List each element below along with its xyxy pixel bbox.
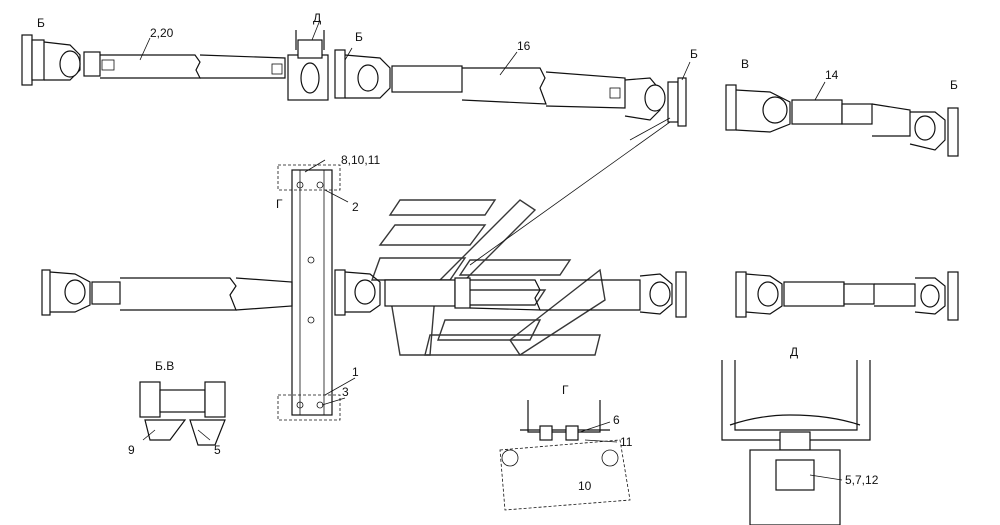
detail-bolt: [139, 381, 226, 446]
label-8-10-11: 8,10,11: [341, 153, 380, 167]
label-10: 10: [578, 479, 592, 493]
label-11: 11: [620, 435, 633, 449]
label-16: 16: [517, 39, 531, 53]
label-b-far-right: Б: [950, 78, 958, 92]
label-5: 5: [214, 443, 221, 457]
label-2: 2: [352, 200, 359, 214]
label-1: 1: [352, 365, 359, 379]
label-b-top-mid: Б: [355, 30, 363, 44]
shaft-top-left: [21, 34, 286, 86]
label-14: 14: [825, 68, 839, 82]
label-d-top: Д: [313, 11, 321, 25]
label-b-top-left: Б: [37, 16, 45, 30]
detail-d-support: [721, 360, 871, 525]
shaft-top-right: [725, 84, 959, 157]
shaft-middle-right: [735, 271, 959, 321]
label-9: 9: [128, 443, 135, 457]
shaft-middle-left: [41, 269, 293, 316]
label-b-top-right: Б: [690, 47, 698, 61]
shaft-top-middle: [334, 49, 687, 127]
labels: Б 2,20 Д Б 16 Б В 14 Б 8,10,11 Г 2 Б.В 1…: [37, 11, 958, 493]
label-2-20: 2,20: [150, 26, 174, 40]
shaft-middle-center: [334, 269, 687, 318]
detail-g-bracket: [499, 400, 631, 511]
label-g-detail: Г: [562, 383, 569, 397]
label-3: 3: [342, 385, 349, 399]
label-5-7-12: 5,7,12: [845, 473, 879, 487]
cross-member-vertical: [277, 164, 341, 421]
center-support-bearing: [287, 30, 329, 101]
label-6: 6: [613, 413, 620, 427]
leader-lines: [139, 19, 843, 481]
label-d-detail: Д: [790, 345, 798, 359]
label-b-v: Б.В: [155, 359, 174, 373]
label-v: В: [741, 57, 749, 71]
label-g-left: Г: [276, 197, 283, 211]
watermark-logo: [371, 199, 606, 356]
